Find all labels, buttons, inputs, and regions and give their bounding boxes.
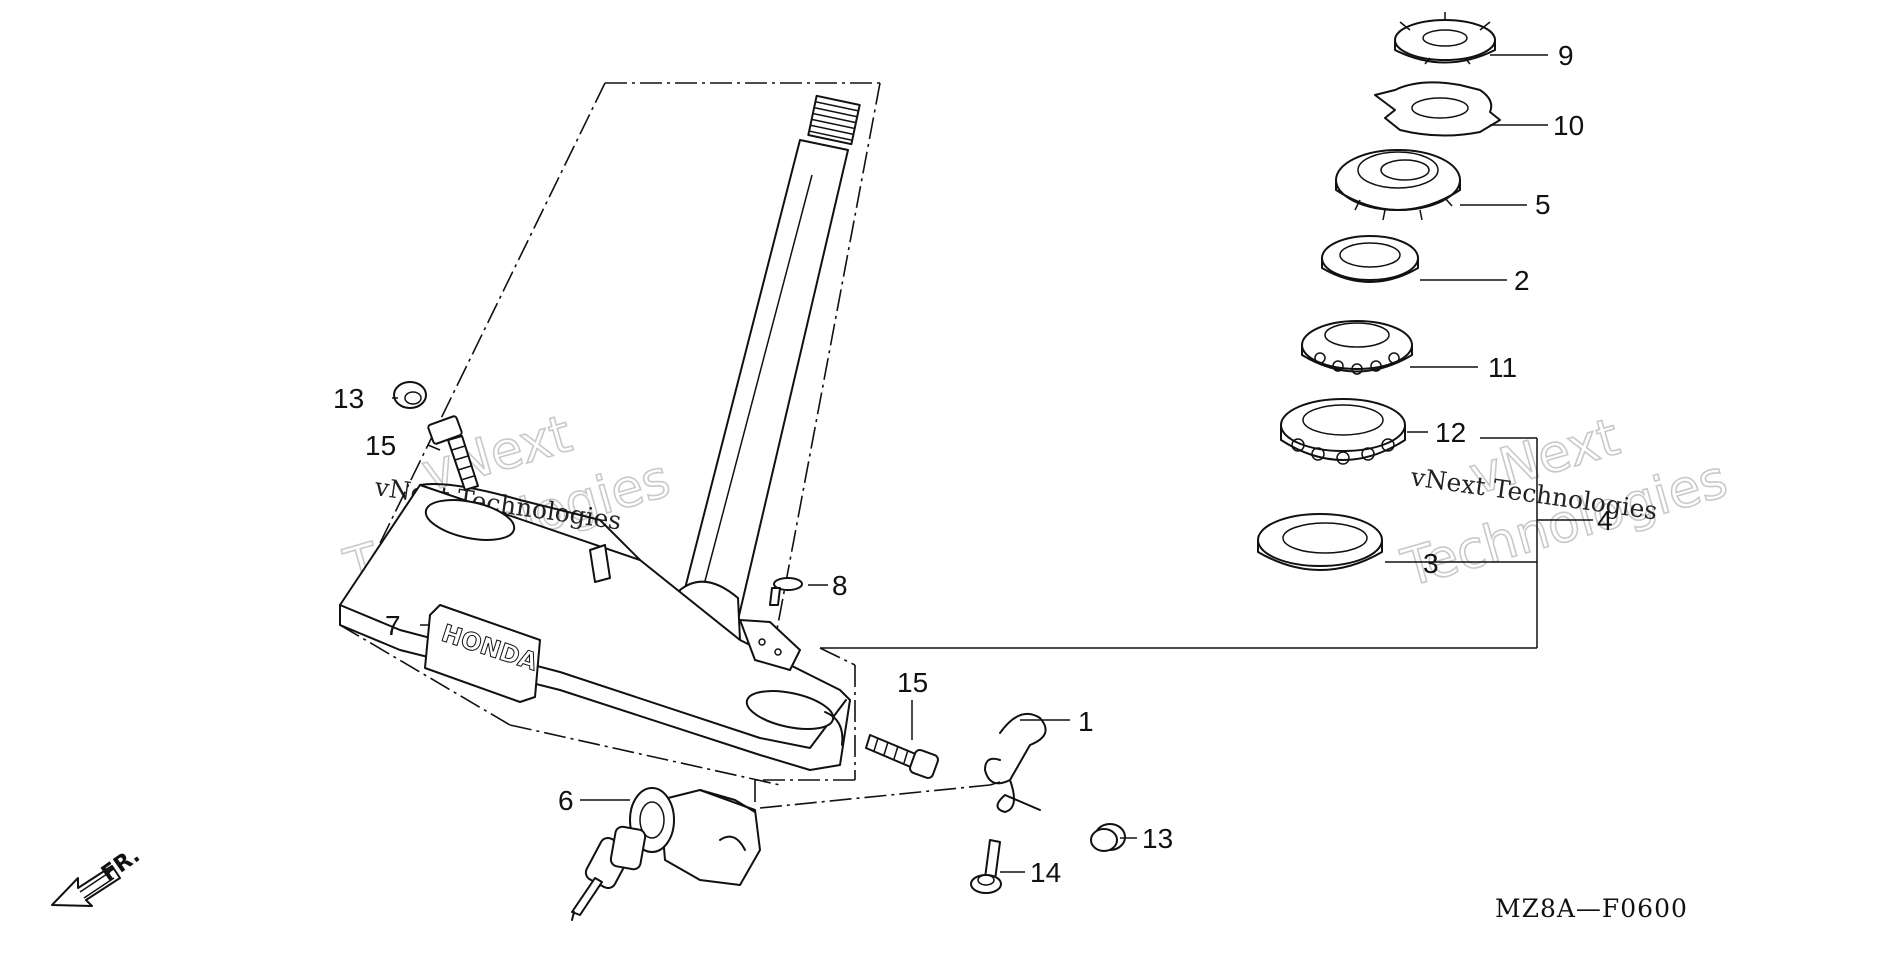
callout-4: 4 [1597, 505, 1613, 536]
steering-stem [339, 94, 861, 771]
cap-upper-left [393, 381, 427, 409]
steering-lock [629, 787, 761, 886]
lock-nut [1394, 12, 1496, 65]
callout-5: 5 [1535, 189, 1551, 220]
adjusting-nut [1335, 149, 1461, 221]
callout-11: 11 [1488, 352, 1517, 383]
lower-race [1257, 513, 1383, 571]
callout-6: 6 [558, 785, 574, 816]
bolt-lower [970, 839, 1002, 894]
diagram-code: MZ8A—F0600 [1495, 894, 1688, 923]
callout-13-lower: 13 [1142, 823, 1173, 854]
callout-1: 1 [1078, 706, 1094, 737]
callout-13-upper: 13 [333, 383, 364, 414]
callout-9: 9 [1558, 40, 1574, 71]
callout-10: 10 [1553, 110, 1584, 141]
callout-15-upper: 15 [365, 430, 396, 461]
bolt-middle [865, 734, 939, 779]
front-arrow: FR. [51, 843, 145, 907]
lock-washer [1374, 81, 1501, 137]
callout-labels: 9 10 5 2 11 12 4 3 1 8 15 14 13 6 7 13 1… [333, 40, 1613, 888]
key [571, 825, 647, 921]
leader-lines [392, 54, 1548, 873]
callout-8: 8 [832, 570, 848, 601]
screw [769, 577, 803, 606]
callout-12: 12 [1435, 417, 1466, 448]
assembly-bracket [820, 437, 1593, 649]
cap-lower [1090, 823, 1126, 852]
callout-3: 3 [1423, 548, 1439, 579]
bolt-upper-left [427, 415, 479, 491]
clip [984, 713, 1047, 813]
dust-seal [1321, 235, 1419, 283]
upper-bearing [1301, 320, 1413, 375]
callout-7: 7 [385, 610, 401, 641]
callout-2: 2 [1514, 265, 1530, 296]
lower-bearing [1280, 398, 1406, 465]
callout-14: 14 [1030, 857, 1061, 888]
construction-lines [339, 82, 1001, 809]
callout-15-middle: 15 [897, 667, 928, 698]
